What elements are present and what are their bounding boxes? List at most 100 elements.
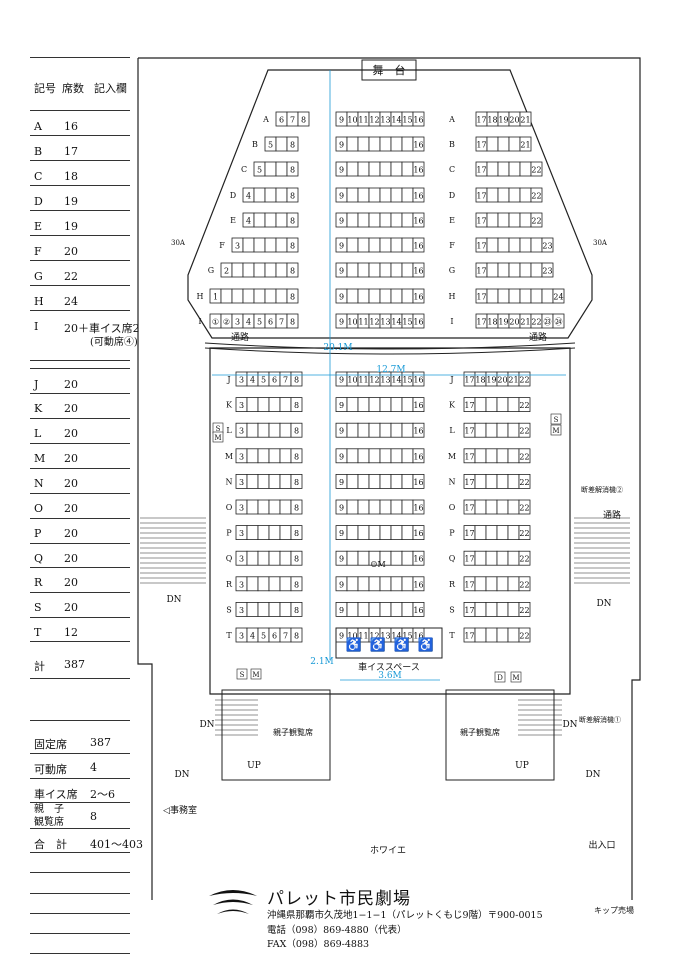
seat-left [257,397,270,413]
seat-number: 14 [391,318,401,327]
seat-number: 8 [290,293,295,302]
seat-center [379,161,392,177]
legend-divider [30,57,130,58]
legend-count: 387 [90,736,111,749]
seat-number: 22 [519,376,529,385]
seat-number: 16 [413,376,423,385]
seat-number: 8 [290,267,295,276]
seat-number: 16 [413,529,423,538]
seat-right [518,371,531,387]
seat-center [390,448,403,464]
seat-center [357,397,370,413]
seat-number: 17 [476,318,486,327]
legend-code: J [34,378,39,391]
seat-left [268,550,281,566]
seat-left [257,525,270,540]
seat-left [242,262,255,278]
seat-left [246,525,259,540]
down-label: DN [596,599,611,609]
seat-center [390,499,403,515]
seat-center [401,422,414,438]
seat-number: 17 [476,293,486,302]
seat-left [264,212,277,228]
seat-right [518,602,531,617]
seat-right [496,473,509,489]
seat-number: 9 [339,166,344,175]
sign-label: S [216,425,221,433]
seat-right [508,262,521,278]
seat-left [279,499,292,515]
aisle-label: 通路 [603,509,621,521]
legend-code: 親 子 観覧席 [34,804,64,828]
seat-center [401,550,414,566]
seat-right [497,212,510,228]
seat-left [279,576,292,592]
seat-number: 12 [369,318,379,327]
seat-center [390,422,403,438]
seat-number: 9 [339,293,344,302]
sign-label: S [554,416,559,424]
theater-address: 沖縄県那覇市久茂地1−1−1（パレットくもじ9階）〒900-0015 [267,910,543,921]
seat-left [264,262,277,278]
seat-number: 10 [347,116,357,125]
seat-center [412,187,425,203]
legend-divider [30,678,130,679]
sign-box [550,424,562,436]
seat-right [541,262,554,278]
seat-center [357,550,370,566]
seat-center [412,550,425,566]
seat-center [379,212,392,228]
legend-code: K [34,402,43,415]
seat-number: 16 [413,632,423,641]
row-label: G [208,266,214,275]
breaker-2-label: 断差解消機② [581,485,623,494]
seat-left [290,473,303,489]
seat-right [474,525,487,540]
seat-right [519,136,532,152]
seat-left [275,212,288,228]
seat-center [357,602,370,617]
seat-left [279,448,292,464]
seat-center [401,473,414,489]
seat-number: 16 [413,427,423,436]
legend-divider [30,135,130,136]
seat-left [268,397,281,413]
legend-count: 8 [90,810,97,823]
seat-right [497,288,510,304]
seat-number: 17 [476,242,486,251]
seat-number: 17 [476,192,486,201]
sign-label: M [552,427,559,435]
seat-center [401,187,414,203]
legend-code: L [34,427,42,440]
seat-center [390,602,403,617]
seat-right [486,237,499,253]
legend-note-header: 記入欄 [94,82,127,95]
seat-number: 22 [519,452,529,461]
seat-center [368,288,381,304]
theater-fax: FAX（098）869-4883 [267,939,370,950]
wheelchair-space [335,627,443,659]
wc-dimension-label: 3.6M [378,671,402,681]
down-label: DN [199,720,214,730]
seat-center [390,212,403,228]
ticket-label: キップ売場 [594,905,634,915]
seat-number: 17 [476,217,486,226]
seat-number: 21 [520,318,530,327]
breaker-1-label: 断差解消機① [579,715,621,724]
theater-logo-icon [209,890,257,914]
seat-left [246,550,259,566]
seat-number: 8 [290,242,295,251]
seat-center [401,136,414,152]
seat-left [246,602,259,617]
seat-center [390,237,403,253]
seat-number: 9 [339,318,344,327]
seat-number: 14 [391,116,401,125]
seat-left [268,499,281,515]
